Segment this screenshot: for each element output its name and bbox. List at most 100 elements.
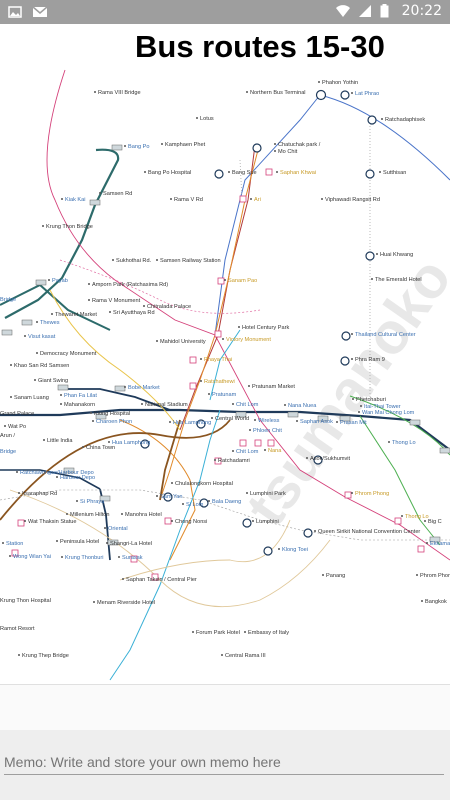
mrt-station-icon	[313, 455, 323, 465]
bts-station-icon	[11, 549, 19, 557]
place-dot	[93, 601, 95, 603]
place-label: Sukhothai Rd.	[116, 258, 152, 264]
place-dot	[56, 476, 58, 478]
place-dot	[322, 574, 324, 576]
place-label: Asok/Sukhumvit	[310, 456, 351, 462]
place-label: Ital-Thai Tower	[364, 404, 401, 410]
place-dot	[424, 520, 426, 522]
bts-station-icon	[394, 517, 402, 525]
place-dot	[214, 459, 216, 461]
place-label: National Stadium	[145, 402, 188, 408]
place-dot	[9, 555, 11, 557]
station-markers	[1, 89, 450, 581]
route-blue	[319, 94, 450, 181]
place-dot	[426, 542, 428, 544]
place-dot	[18, 654, 20, 656]
place-dot	[222, 338, 224, 340]
bus-stop-marker	[57, 384, 69, 391]
place-dot	[246, 492, 248, 494]
place-label: Wan Mai Chong Lom	[362, 410, 415, 416]
place-dot	[43, 439, 45, 441]
bus-stop-marker	[429, 536, 441, 543]
place-dot	[182, 503, 184, 505]
place-label: Phaya Thai	[204, 357, 232, 363]
bus-stop-marker	[287, 411, 299, 418]
place-dot	[284, 404, 286, 406]
place-label: Klong Toei	[282, 547, 308, 553]
bus-stop-marker	[317, 415, 329, 422]
place-label: Arun /	[0, 433, 15, 439]
place-dot	[124, 386, 126, 388]
place-label: Saphan Taksin / Central Pier	[126, 577, 197, 583]
place-label: Nana	[268, 448, 282, 454]
place-dot	[221, 654, 223, 656]
place-dot	[336, 421, 338, 423]
place-label: Mahanakorn	[64, 402, 95, 408]
place-label: Mahidol University	[160, 339, 206, 345]
place-label: Peninsula Hotel	[60, 539, 99, 545]
place-label: Krung Thon Hospital	[0, 598, 51, 604]
place-label: Bridge	[0, 449, 16, 455]
place-dot	[141, 403, 143, 405]
wifi-icon	[335, 4, 350, 18]
place-dot	[36, 352, 38, 354]
place-label: Menam Riverside Hotel	[97, 600, 155, 606]
place-label: Bang Po Hospital	[148, 170, 191, 176]
route-brown	[0, 419, 231, 521]
route-yellow	[49, 289, 181, 431]
bus-route-map[interactable]: tsumanoko	[0, 24, 450, 684]
place-label: Thong Lo	[405, 514, 429, 520]
mrt-station-icon	[340, 356, 350, 366]
place-label: Phra Ram 9	[355, 357, 385, 363]
memo-underline	[4, 774, 444, 775]
place-label: Giant Swing	[38, 378, 68, 384]
place-dot	[104, 527, 106, 529]
place-dot	[16, 471, 18, 473]
place-label: Kiak Kai	[65, 197, 86, 203]
place-dot	[121, 513, 123, 515]
place-dot	[296, 420, 298, 422]
place-label: Khao San Rd Samsen	[14, 363, 69, 369]
place-dot	[351, 333, 353, 335]
place-label: Si Phraya	[80, 499, 105, 505]
place-dot	[388, 441, 390, 443]
map-canvas[interactable]: tsumanoko	[0, 24, 450, 684]
place-dot	[34, 379, 36, 381]
place-label: Sanam Luang	[14, 395, 49, 401]
place-label: Thailand Cultural Center	[355, 332, 416, 338]
place-label: Saphan Asok	[300, 419, 333, 425]
memo-input[interactable]	[4, 752, 442, 772]
mrt-station-icon	[365, 169, 375, 179]
route-brown-2	[159, 419, 181, 501]
bus-stop-marker	[409, 419, 421, 426]
place-label: Chulalongkorn Hospital	[175, 481, 233, 487]
place-label: Sutthisan	[383, 170, 406, 176]
place-label: Bangkok	[425, 599, 447, 605]
place-dot	[232, 403, 234, 405]
place-label: The Emerald Hotel	[375, 277, 422, 283]
place-dot	[143, 305, 145, 307]
place-label: Manohra Hotel	[125, 512, 162, 518]
place-label: Ekkamai	[430, 541, 450, 547]
place-dot	[238, 326, 240, 328]
place-label: Pratunam Market	[252, 384, 295, 390]
bus-stop-marker	[114, 385, 126, 392]
place-dot	[51, 313, 53, 315]
place-label: Northern Bus Terminal	[250, 90, 306, 96]
place-label: Phrom Phong	[420, 573, 450, 579]
place-dot	[42, 225, 44, 227]
place-label: Lat Phrao	[355, 91, 379, 97]
place-label: Millenium Hilton	[70, 512, 109, 518]
place-label: Queen Sirikit National Convention Center	[318, 529, 420, 535]
mrt-station-icon	[365, 251, 375, 261]
place-dot	[124, 145, 126, 147]
place-dot	[112, 259, 114, 261]
place-dot	[351, 358, 353, 360]
place-dot	[90, 412, 92, 414]
bts-station-icon	[214, 330, 222, 338]
place-dot	[252, 520, 254, 522]
place-label: Chong Nonsi	[175, 519, 207, 525]
place-label: Phan Fa Lilat	[64, 393, 97, 399]
mrt-station-icon	[341, 331, 351, 341]
route-dotted-2	[239, 159, 243, 201]
